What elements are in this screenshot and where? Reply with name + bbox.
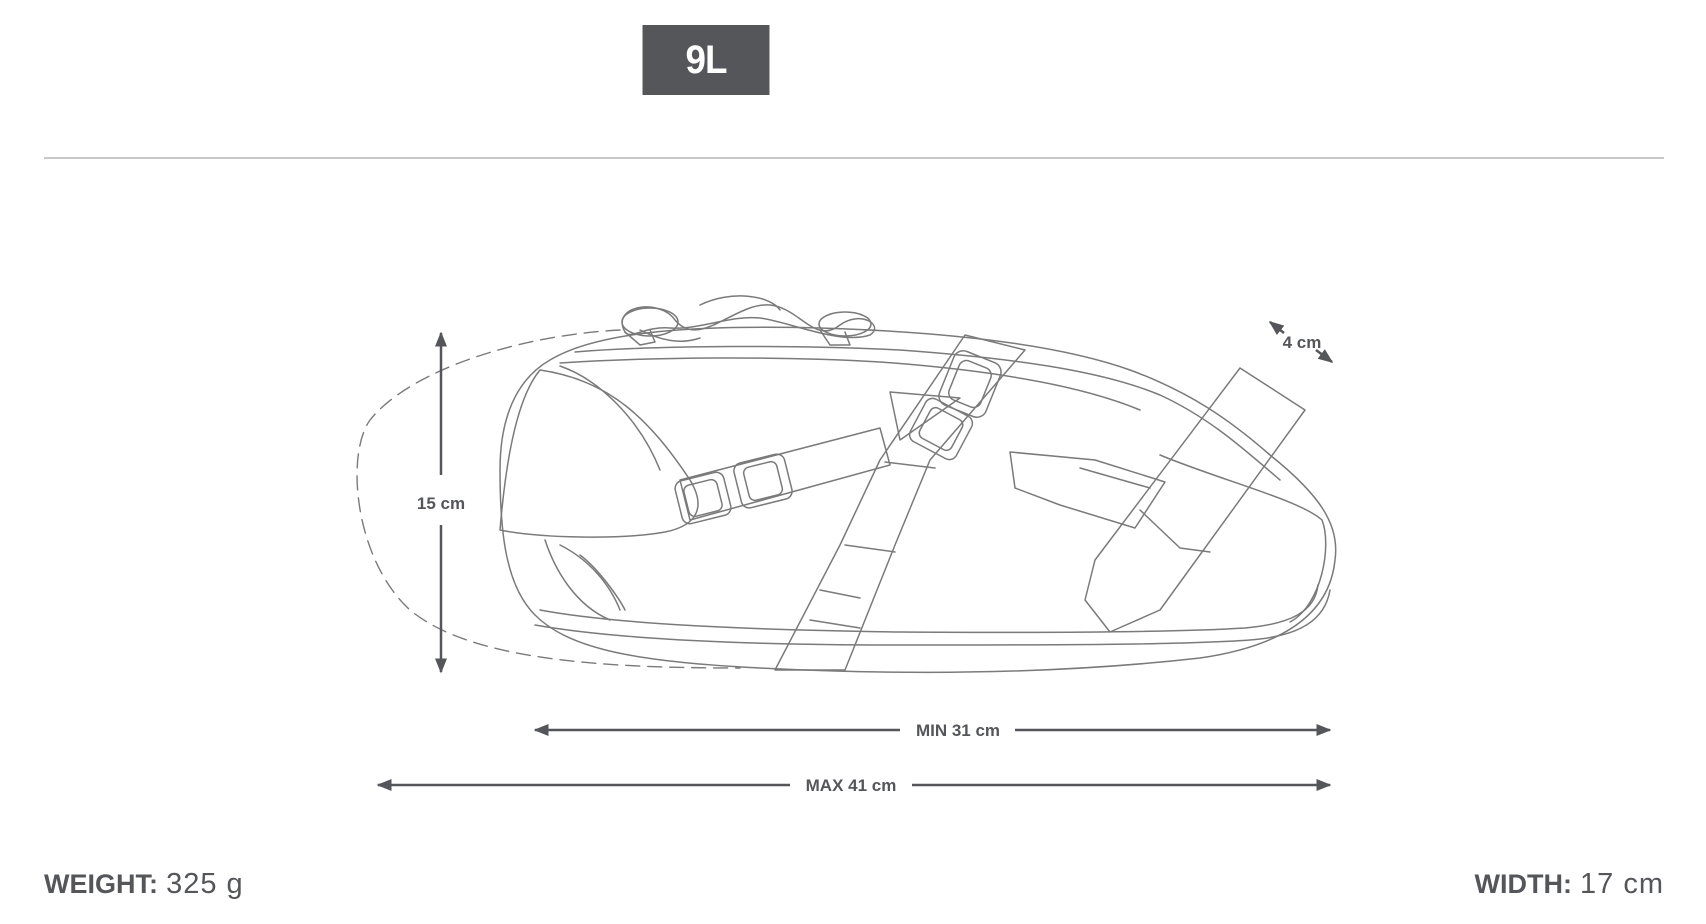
width-label: WIDTH:: [1474, 869, 1572, 899]
height-label: 15 cm: [417, 494, 465, 513]
logo-mark: [1009, 451, 1166, 529]
light-attachment-panel: [1084, 367, 1306, 633]
width-value: 17 cm: [1580, 868, 1664, 900]
divider: [44, 157, 1664, 159]
saddle-bag-illustration: [356, 295, 1337, 674]
depth-arrow-lower: [1315, 349, 1334, 363]
cord-loop-left: [621, 307, 679, 337]
cross-strap: [774, 334, 1026, 671]
mid-buckle: [908, 397, 974, 461]
side-strap: [679, 427, 891, 521]
side-buckle-right: [733, 453, 793, 509]
weight-spec: WEIGHT: 325 g: [44, 868, 244, 901]
weight-value: 325 g: [166, 868, 244, 900]
dimension-arrows: [376, 321, 1334, 791]
width-spec: WIDTH: 17 cm: [1474, 868, 1664, 901]
weight-label: WEIGHT:: [44, 869, 158, 899]
rolltop-fold: [499, 369, 699, 538]
capacity-badge: 9L: [642, 25, 770, 95]
bungee-cord: [621, 304, 876, 339]
side-buckle-left: [674, 471, 732, 525]
cord-loop-right: [818, 311, 872, 337]
min-length-label: MIN 31 cm: [916, 721, 1000, 740]
bag-body-outline: [499, 326, 1337, 674]
max-length-label: MAX 41 cm: [806, 776, 897, 795]
depth-label: 4 cm: [1283, 333, 1322, 352]
expansion-dashed-outline: [356, 329, 741, 669]
depth-arrow-upper: [1268, 321, 1285, 336]
